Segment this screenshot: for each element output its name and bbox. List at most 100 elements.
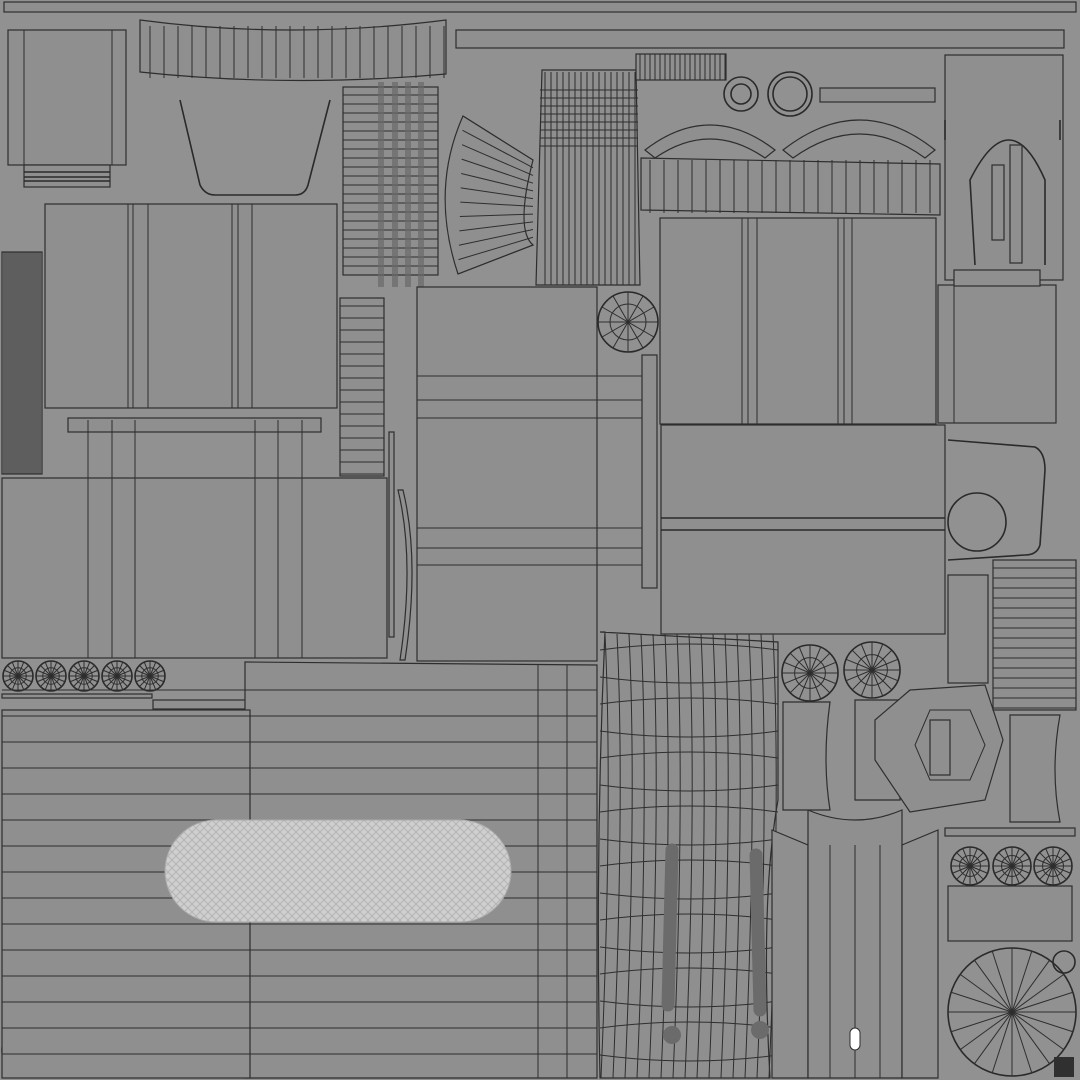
wire-line	[969, 858, 988, 867]
seat-box-island	[660, 424, 1046, 635]
grid-column	[672, 633, 681, 1079]
wire-line	[461, 172, 534, 192]
wire-line	[860, 643, 873, 671]
wire-line	[627, 295, 644, 323]
grid-row	[599, 1054, 779, 1062]
wire-line	[789, 652, 811, 674]
wire-line	[116, 675, 124, 691]
cover-panel-island	[7, 29, 127, 188]
wire-line	[956, 865, 971, 880]
wire-line	[83, 675, 95, 687]
right-frame-island	[944, 54, 1064, 281]
wire-line	[149, 665, 161, 677]
wire-line	[789, 672, 811, 694]
wire-line	[83, 665, 95, 677]
wire-line	[959, 973, 1013, 1013]
wire-line	[1045, 865, 1054, 884]
wire-line	[601, 321, 629, 338]
wire-line	[809, 661, 837, 674]
wire-line	[50, 675, 66, 683]
grid-column	[696, 633, 705, 1079]
wire-line	[1011, 1011, 1051, 1065]
wire-line	[601, 306, 629, 323]
wire-line	[956, 852, 971, 867]
wire-line	[116, 669, 132, 677]
wire-line	[1035, 858, 1054, 867]
wire-line	[809, 672, 837, 685]
grid-column	[684, 633, 693, 1079]
wire-line	[83, 661, 91, 677]
wire-line	[1011, 973, 1065, 1013]
wire-line	[40, 675, 52, 687]
wire-line	[1039, 865, 1054, 880]
warped-grid-island	[597, 631, 779, 1079]
wire-line	[612, 321, 629, 349]
wire-line	[462, 129, 534, 169]
grid-row	[599, 784, 779, 792]
bottom-right-island	[771, 559, 1077, 1079]
wire-line	[44, 661, 52, 677]
oval-highlight-island	[164, 819, 512, 923]
wire-line	[149, 675, 157, 691]
wire-line	[1052, 852, 1067, 867]
grid-row	[599, 838, 779, 846]
wire-line	[991, 1011, 1013, 1074]
wire-line	[783, 661, 811, 674]
wire-line	[1045, 848, 1054, 867]
wire-line	[73, 665, 85, 677]
wire-line	[50, 675, 58, 691]
wire-line	[149, 661, 157, 677]
wire-line	[612, 295, 629, 323]
fan-ring	[609, 303, 647, 341]
wire-line	[1039, 852, 1054, 867]
grid-column	[720, 633, 729, 1079]
wire-line	[110, 675, 118, 691]
wire-line	[116, 661, 124, 677]
wire-line	[1011, 1011, 1074, 1033]
wire-line	[809, 652, 831, 674]
wire-line	[461, 144, 534, 176]
wire-line	[143, 675, 151, 691]
wire-line	[845, 658, 873, 671]
wire-line	[17, 675, 33, 683]
curved-strip-island	[139, 19, 447, 196]
wire-line	[17, 665, 29, 677]
wire-line	[116, 665, 128, 677]
wire-line	[461, 158, 534, 184]
grid-column	[648, 633, 657, 1079]
wire-line	[17, 661, 25, 677]
wire-line	[950, 991, 1013, 1013]
wire-line	[871, 643, 884, 671]
large-rect-island	[1, 203, 338, 475]
wire-line	[139, 675, 151, 687]
wire-line	[973, 1011, 1013, 1065]
wire-line	[1011, 991, 1074, 1013]
wire-line	[139, 665, 151, 677]
wire-line	[994, 858, 1013, 867]
wire-line	[1011, 1011, 1065, 1051]
wire-line	[3, 675, 19, 683]
wire-line	[135, 675, 151, 683]
wire-line	[871, 658, 899, 671]
wire-line	[1035, 865, 1054, 874]
wire-line	[3, 669, 19, 677]
wire-line	[969, 852, 984, 867]
wire-line	[959, 1011, 1013, 1051]
wire-line	[110, 661, 118, 677]
fan-wedge-island	[444, 115, 535, 275]
wire-line	[871, 669, 884, 697]
wire-line	[149, 675, 161, 687]
wire-line	[809, 646, 822, 674]
wire-line	[809, 672, 822, 700]
wire-line	[1011, 1011, 1033, 1074]
wire-line	[1004, 865, 1013, 884]
grid-row	[599, 697, 779, 705]
wire-line	[991, 950, 1013, 1013]
wire-line	[994, 865, 1013, 874]
wire-line	[1011, 865, 1026, 880]
wire-line	[77, 675, 85, 691]
wire-line	[860, 669, 873, 697]
wire-line	[851, 669, 873, 691]
wire-line	[102, 675, 118, 683]
wire-line	[798, 672, 811, 700]
